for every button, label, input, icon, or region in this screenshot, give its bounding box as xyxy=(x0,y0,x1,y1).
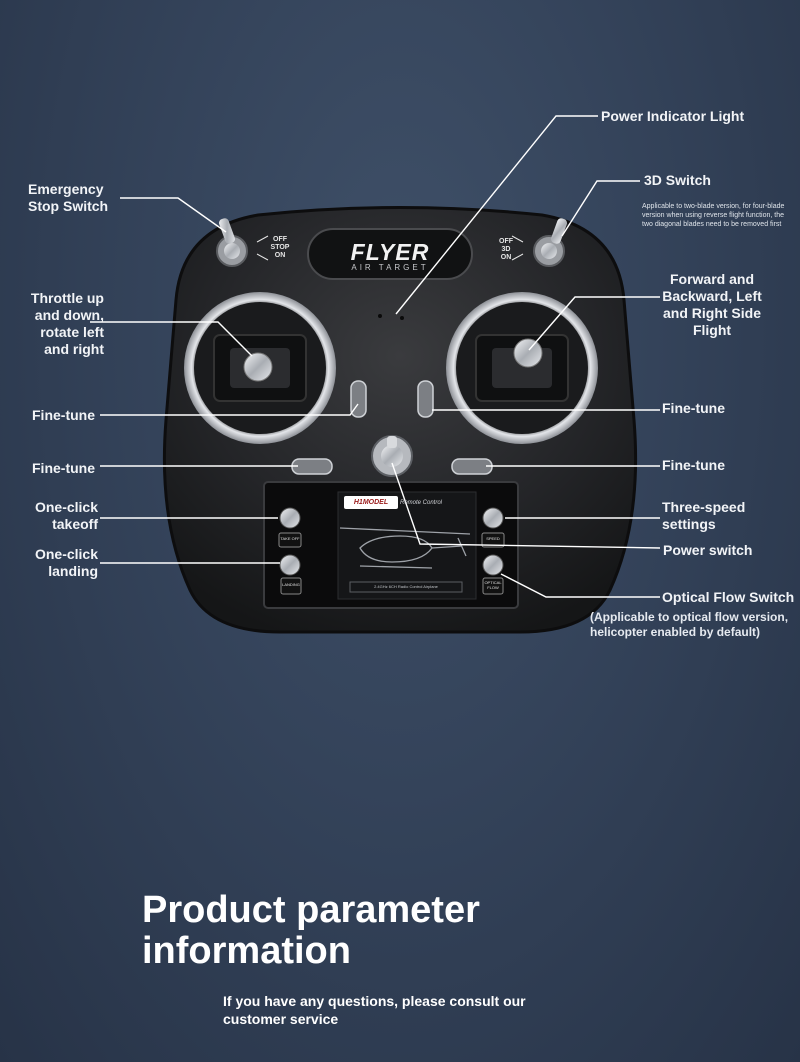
optical-flow-button-knob xyxy=(482,554,504,576)
label-emergency-stop: Emergency Stop Switch xyxy=(28,181,109,214)
label-three-speed: Three-speed settings xyxy=(662,499,746,532)
speed-button-label: SPEED xyxy=(486,536,500,541)
right-switch-label: OFF 3D ON xyxy=(499,238,513,261)
left-switch-label: OFF STOP ON xyxy=(270,236,290,259)
section-subtitle: If you have any questions, please consul… xyxy=(223,993,526,1027)
label-power-indicator: Power Indicator Light xyxy=(601,108,745,124)
label-forward-backward: Forward and Backward, Left and Right Sid… xyxy=(662,271,762,338)
label-fine-tune-right-2: Fine-tune xyxy=(662,457,725,473)
left-joystick xyxy=(184,292,336,444)
label-one-click-landing: One-click landing xyxy=(34,546,98,579)
label-3d-switch: 3D Switch xyxy=(644,172,711,188)
right-joystick xyxy=(446,292,598,444)
label-fine-tune-left-1: Fine-tune xyxy=(32,407,95,423)
landing-button-knob xyxy=(279,554,301,576)
takeoff-button-knob xyxy=(279,507,301,529)
label-one-click-takeoff: One-click takeoff xyxy=(34,499,98,532)
fine-tune-trim-vertical-left xyxy=(350,380,367,418)
takeoff-button-label: TAKE OFF xyxy=(280,536,300,541)
section-title: Product parameter information xyxy=(142,889,480,972)
landing-button-label: LANDING xyxy=(282,582,300,587)
screen-logo: H1MODEL xyxy=(353,499,389,506)
emergency-stop-toggle xyxy=(216,218,248,267)
fine-tune-trim-vertical-right xyxy=(417,380,434,418)
note-3d-switch: Applicable to two-blade version, for fou… xyxy=(642,203,785,228)
label-power-switch: Power switch xyxy=(663,542,753,558)
helicopter-sketch xyxy=(339,527,471,569)
leader-lines xyxy=(90,115,661,598)
3d-toggle xyxy=(533,218,568,267)
note-optical-flow: (Applicable to optical flow version, hel… xyxy=(590,610,789,639)
label-optical-flow: Optical Flow Switch xyxy=(662,589,795,605)
fine-tune-trim-horizontal-left xyxy=(291,458,333,475)
power-indicator-light xyxy=(378,314,382,318)
brand-logo: FLYER xyxy=(350,239,430,265)
label-fine-tune-left-2: Fine-tune xyxy=(32,460,95,476)
brand-sub: AIR TARGET xyxy=(351,263,429,272)
speed-button-knob xyxy=(482,507,504,529)
label-throttle: Throttle up and down, rotate left and ri… xyxy=(30,290,104,357)
optical-button-label: OPTICAL FLOW xyxy=(484,580,502,590)
fine-tune-trim-horizontal-right xyxy=(451,458,493,475)
power-switch-knob xyxy=(371,435,413,477)
screen-title: Remote Control xyxy=(400,500,443,506)
screen-caption: 2.4GHz 6CH Radio Control Airplane xyxy=(374,584,438,589)
label-fine-tune-right-1: Fine-tune xyxy=(662,400,725,416)
